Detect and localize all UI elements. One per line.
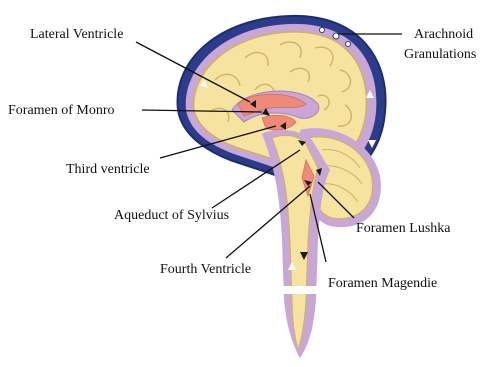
label-third-ventricle: Third ventricle [66, 162, 150, 177]
label-arachnoid-granulations-line1: Arachnoid [414, 27, 473, 42]
spinal-section-gap [282, 286, 322, 294]
label-aqueduct-of-sylvius: Aqueduct of Sylvius [114, 208, 229, 223]
label-fourth-ventricle: Fourth Ventricle [160, 262, 251, 277]
label-foramen-lushka: Foramen Lushka [356, 221, 451, 236]
label-lateral-ventricle: Lateral Ventricle [30, 27, 123, 42]
label-foramen-magendie: Foramen Magendie [328, 276, 437, 291]
label-arachnoid-granulations-line2: Granulations [404, 47, 476, 62]
brain-illustration [177, 16, 385, 358]
label-foramen-of-monro: Foramen of Monro [8, 103, 115, 118]
